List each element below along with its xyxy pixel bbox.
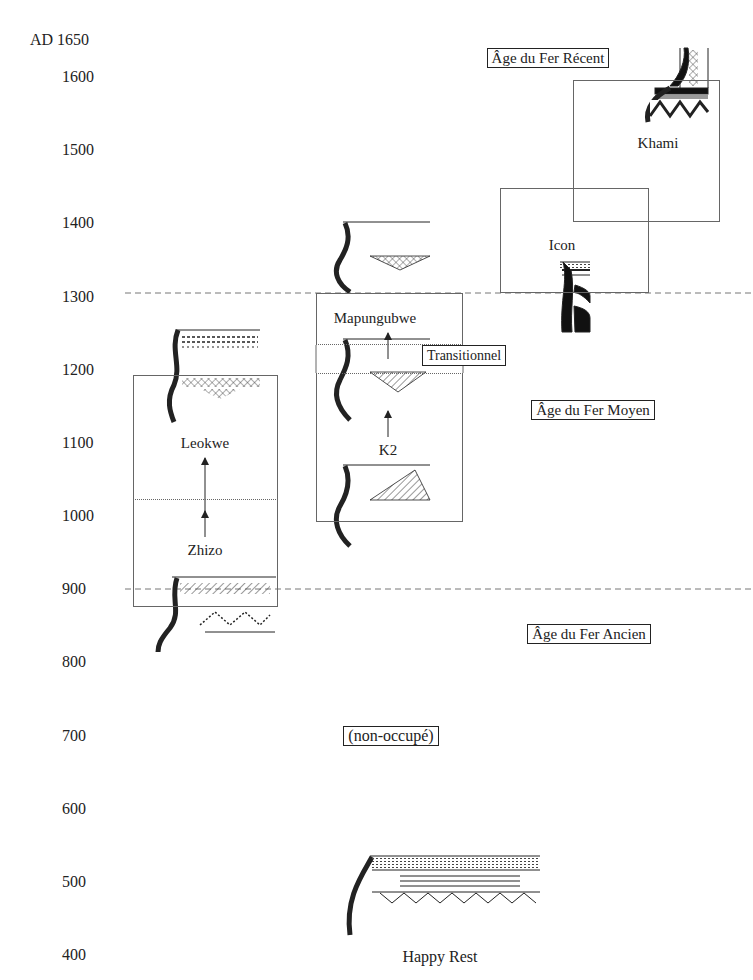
node-label: Khami [638, 134, 679, 152]
axis-year: 1200 [62, 361, 94, 379]
node-label: Âge du Fer Récent [488, 49, 609, 67]
leokwe-band: Leokwe [133, 375, 278, 499]
node-label: Mapungubwe [334, 309, 417, 327]
axis-year: 500 [62, 873, 86, 891]
happy-rest-pot [349, 856, 540, 935]
node-label: Leokwe [181, 434, 229, 452]
zhizo-band: Zhizo [133, 499, 278, 607]
node-label: Zhizo [188, 541, 223, 559]
khami-box: Khami [573, 80, 720, 222]
mapungubwe-pot [336, 222, 430, 292]
axis-year: AD 1650 [30, 31, 89, 49]
period-label: Âge du Fer Ancien [527, 624, 651, 644]
node-label: Âge du Fer Ancien [528, 625, 650, 643]
node-label: Âge du Fer Moyen [532, 401, 654, 419]
pot-name: Happy Rest [402, 948, 477, 966]
period-label: Âge du Fer Moyen [531, 400, 655, 420]
axis-year: 1600 [62, 68, 94, 86]
node-label: K2 [379, 441, 397, 459]
axis-year: 1100 [62, 434, 93, 452]
icon-box: Icon [500, 188, 649, 293]
khami-pot [647, 48, 708, 122]
axis-year: 1500 [62, 141, 94, 159]
node-label: Icon [549, 236, 576, 254]
node-label: (non-occupé) [344, 727, 437, 745]
succession-arrow [388, 333, 389, 437]
icon-pot [560, 262, 590, 332]
transitional-pot [336, 339, 430, 420]
succession-arrow [205, 458, 206, 537]
period-label: (non-occupé) [343, 726, 438, 746]
k2-pot [336, 465, 430, 546]
leokwe-pot [169, 330, 260, 422]
axis-year: 800 [62, 653, 86, 671]
axis-year: 1400 [62, 214, 94, 232]
zhizo-pot [158, 577, 276, 652]
axis-year: 600 [62, 800, 86, 818]
node-label: Transitionnel [423, 347, 505, 365]
period-label: Âge du Fer Récent [487, 48, 610, 68]
box-side [316, 345, 317, 373]
period-label: Transitionnel [422, 345, 506, 366]
axis-year: 900 [62, 580, 86, 598]
axis-year: 400 [62, 946, 86, 964]
axis-year: 700 [62, 727, 86, 745]
k2-band: K2 [316, 373, 463, 522]
axis-year: 1000 [62, 507, 94, 525]
mapungubwe-band: Mapungubwe [316, 293, 463, 345]
axis-year: 1300 [62, 288, 94, 306]
